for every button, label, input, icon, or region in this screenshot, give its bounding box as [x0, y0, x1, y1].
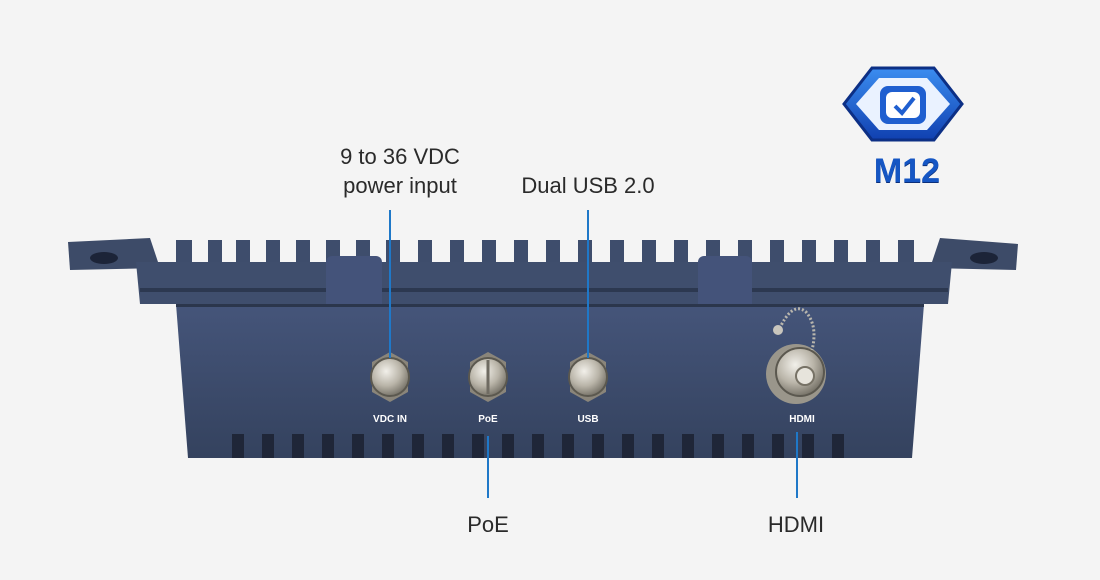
hdmi-connector — [766, 307, 826, 404]
leader-line-poe — [487, 436, 489, 498]
port-label-vdc-in: VDC IN — [373, 414, 407, 425]
m12-badge-label: M12 — [873, 152, 941, 190]
bottom-heatsink-fins — [232, 434, 844, 458]
leader-line-usb — [587, 210, 589, 358]
top-heatsink-fins — [176, 240, 914, 264]
dust-cap-chain — [776, 307, 816, 351]
callout-poe: PoE — [467, 512, 509, 537]
callout-hdmi: HDMI — [767, 512, 825, 537]
m12-badge — [842, 66, 964, 142]
callout-power-line1: 9 to 36 VDC — [340, 144, 460, 169]
poe-connector — [468, 352, 508, 402]
shield-check-icon — [880, 86, 926, 124]
port-label-hdmi: HDMI — [789, 414, 815, 425]
callout-usb: Dual USB 2.0 — [521, 173, 655, 198]
enclosure-body — [176, 304, 924, 458]
leader-line-power — [389, 210, 391, 358]
port-label-usb: USB — [577, 414, 599, 425]
callout-power-line2: power input — [343, 173, 457, 198]
enclosure-lid — [136, 262, 952, 304]
usb-connector — [568, 352, 608, 402]
callout-power: 9 to 36 VDC power input — [310, 142, 490, 200]
port-label-poe: PoE — [478, 414, 498, 425]
vdc-in-connector — [370, 352, 410, 402]
leader-line-hdmi — [796, 432, 798, 498]
